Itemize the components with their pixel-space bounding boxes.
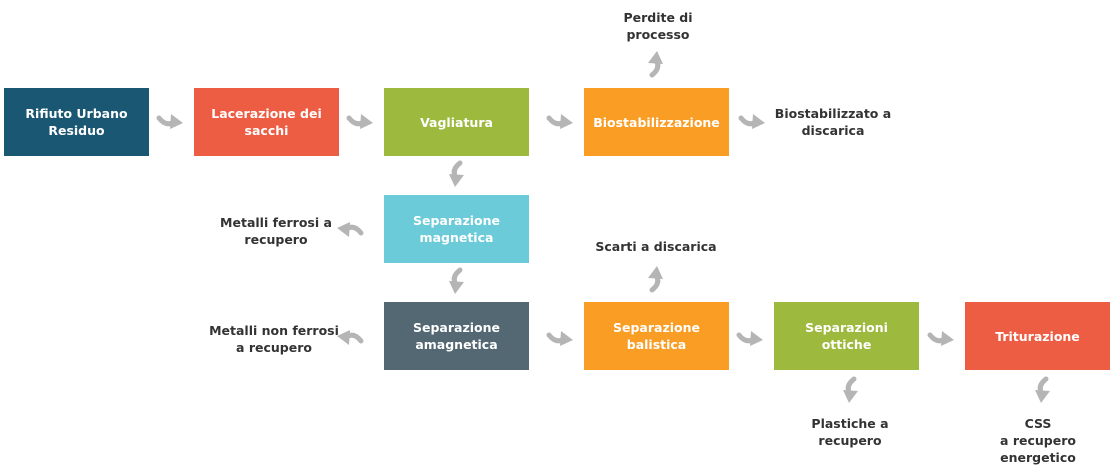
arrow-down-icon xyxy=(441,160,471,190)
arrow-down-icon xyxy=(1027,376,1057,406)
node-label: Rifiuto Urbano Residuo xyxy=(25,106,128,138)
arrow-right-icon xyxy=(546,324,576,354)
node-label: Separazione amagnetica xyxy=(413,320,500,352)
node-biostabilizzazione: Biostabilizzazione xyxy=(584,88,729,156)
node-label: Biostabilizzazione xyxy=(593,114,720,130)
arrow-left-icon xyxy=(334,322,364,352)
arrow-right-icon xyxy=(156,107,186,137)
node-label: Vagliatura xyxy=(420,114,493,130)
node-label: Separazione magnetica xyxy=(413,213,500,245)
arrow-right-icon xyxy=(927,324,957,354)
arrow-right-icon xyxy=(346,107,376,137)
node-label: Lacerazione dei sacchi xyxy=(211,106,322,138)
output-scarti-discarica: Scarti a discarica xyxy=(595,239,717,254)
arrow-down-icon xyxy=(441,267,471,297)
node-separazione-amagnetica: Separazione amagnetica xyxy=(384,302,529,370)
node-lacerazione-sacchi: Lacerazione dei sacchi xyxy=(194,88,339,156)
node-label: Triturazione xyxy=(995,328,1080,344)
output-biostabilizzato-discarica: Biostabilizzato a discarica xyxy=(774,106,892,138)
arrow-right-icon xyxy=(546,107,576,137)
arrow-up-icon xyxy=(641,263,671,293)
node-separazione-magnetica: Separazione magnetica xyxy=(384,195,529,263)
arrow-right-icon xyxy=(736,324,766,354)
arrow-right-icon xyxy=(738,107,768,137)
node-label: Separazione balistica xyxy=(613,320,700,352)
arrow-down-icon xyxy=(835,376,865,406)
output-plastiche-recupero: Plastiche a recupero xyxy=(811,416,889,448)
node-triturazione: Triturazione xyxy=(965,302,1110,370)
output-metalli-non-ferrosi: Metalli non ferrosi a recupero xyxy=(209,323,339,355)
arrow-left-icon xyxy=(334,214,364,244)
node-vagliatura: Vagliatura xyxy=(384,88,529,156)
node-rifiuto-urbano-residuo: Rifiuto Urbano Residuo xyxy=(4,88,149,156)
output-metalli-ferrosi: Metalli ferrosi a recupero xyxy=(220,215,332,247)
output-perdite-di-processo: Perdite di processo xyxy=(623,10,693,42)
node-separazioni-ottiche: Separazioni ottiche xyxy=(774,302,919,370)
arrow-up-icon xyxy=(641,48,671,78)
node-separazione-balistica: Separazione balistica xyxy=(584,302,729,370)
node-label: Separazioni ottiche xyxy=(805,320,888,352)
output-css-recupero-energetico: CSS a recupero energetico xyxy=(1000,416,1076,465)
